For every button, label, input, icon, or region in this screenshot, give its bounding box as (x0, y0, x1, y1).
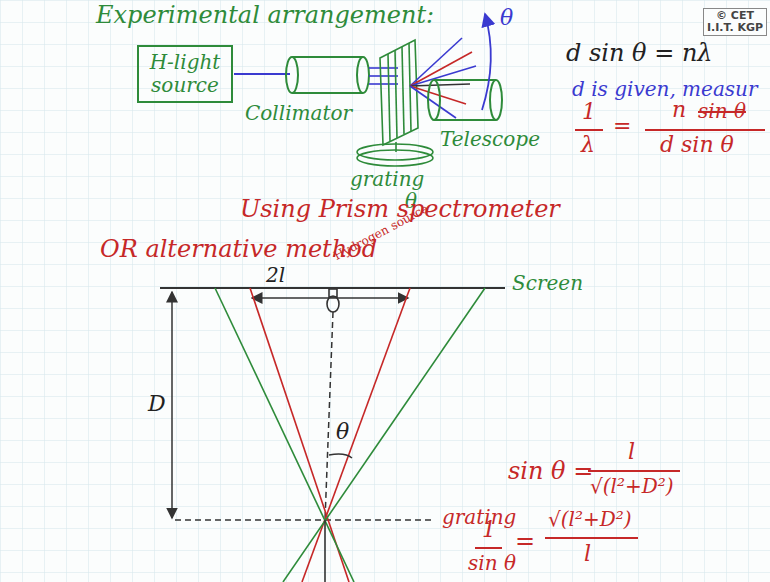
numerator: n (672, 98, 686, 122)
title: Experimental arrangement: (96, 2, 434, 28)
equation: sin θ = (508, 458, 593, 484)
note: d is given, measur (572, 78, 758, 100)
part-name: grating (350, 168, 424, 190)
part-name: Telescope (440, 128, 540, 150)
equation: d sin θ = nλ (566, 40, 713, 66)
part-name: Collimator (245, 102, 352, 124)
angle-symbol: θ (336, 420, 349, 444)
denominator: √(l²+D²) (590, 475, 674, 497)
copyright-mark: © CET I.I.T. KGP (703, 8, 767, 36)
source-box: H-light source (137, 45, 233, 103)
equals-sign: = (515, 528, 535, 554)
denominator: d sin θ (660, 133, 734, 157)
numerator: √(l²+D²) (548, 508, 632, 530)
box-text: H-light source (147, 51, 223, 97)
denominator: sin θ (468, 552, 516, 574)
numerator: 1 (482, 518, 496, 542)
equals-sign: = (613, 114, 631, 138)
denominator: λ (581, 133, 595, 157)
numerator: l (628, 440, 635, 464)
angle-symbol: θ (500, 6, 513, 30)
dimension: 2l (266, 264, 285, 286)
denominator: l (584, 542, 591, 566)
struck-term: sin θ (698, 100, 746, 122)
part-name: grating (442, 506, 516, 528)
part-name: Screen (512, 272, 583, 294)
numerator: 1 (582, 100, 596, 124)
dimension: D (148, 392, 166, 416)
